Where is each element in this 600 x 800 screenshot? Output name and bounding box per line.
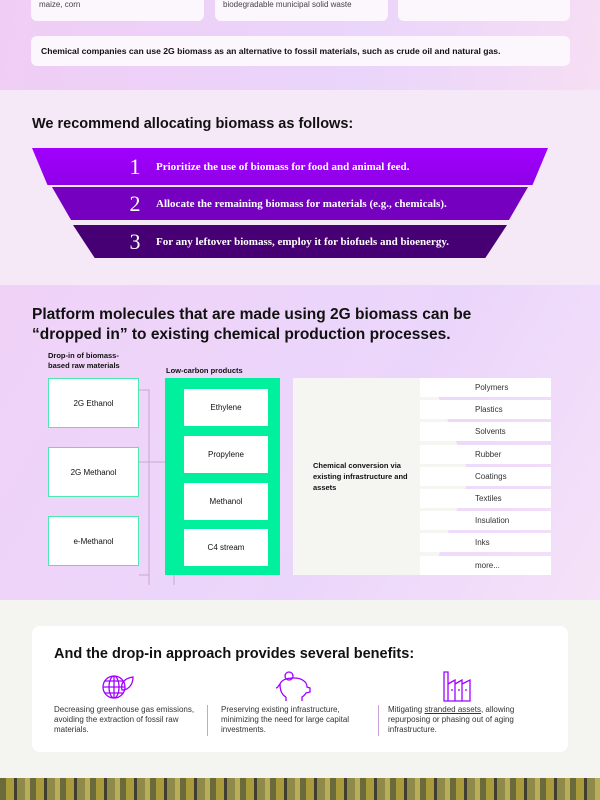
step-number: 3 xyxy=(129,228,141,254)
step-number: 1 xyxy=(129,153,141,179)
intro-section: maize, corn biodegradable municipal soli… xyxy=(0,0,600,90)
card-text: biodegradable municipal solid waste xyxy=(223,0,352,9)
end-product-item: Coatings xyxy=(420,466,551,486)
raw-material-box: e-Methanol xyxy=(48,516,139,566)
raw-material-box: 2G Methanol xyxy=(48,447,139,497)
card-text: maize, corn xyxy=(39,0,81,9)
product-box: C4 stream xyxy=(184,529,268,566)
lowcarbon-label: Low-carbon products xyxy=(166,366,243,375)
step-text: Allocate the remaining biomass for mater… xyxy=(156,197,447,210)
product-box: Methanol xyxy=(184,483,268,520)
product-box: Propylene xyxy=(184,436,268,473)
end-product-item: Polymers xyxy=(420,378,551,397)
end-product-item: Plastics xyxy=(420,400,551,420)
funnel-step-3: 3 For any leftover biomass, employ it for… xyxy=(73,225,507,258)
benefit-text: Preserving existing infrastructure, mini… xyxy=(221,705,350,734)
end-product-item: Inks xyxy=(420,533,551,553)
product-box: Ethylene xyxy=(184,389,268,426)
end-product-item: more... xyxy=(420,555,551,575)
dropin-section: Platform molecules that are made using 2… xyxy=(0,285,600,600)
stranded-assets-link[interactable]: stranded assets xyxy=(424,705,481,714)
end-product-item: Rubber xyxy=(420,444,551,464)
step-text: Prioritize the use of biomass for food a… xyxy=(156,160,410,173)
raw-materials-label: Drop-in of biomass-based raw materials xyxy=(48,351,120,370)
section-heading: Platform molecules that are made using 2… xyxy=(32,306,472,343)
divider xyxy=(378,705,379,736)
piggy-bank-icon xyxy=(276,671,311,701)
benefit-text: Mitigating stranded assets, allowing rep… xyxy=(388,705,515,734)
funnel-step-2: 2 Allocate the remaining biomass for mate… xyxy=(52,187,528,220)
step-text: For any leftover biomass, employ it for … xyxy=(156,235,450,248)
benefits-card: And the drop-in approach provides severa… xyxy=(32,626,568,752)
section-heading: We recommend allocating biomass as follo… xyxy=(32,116,354,132)
step-number: 2 xyxy=(129,190,141,216)
source-card xyxy=(398,0,570,21)
end-product-item: Textiles xyxy=(420,489,551,508)
forest-image xyxy=(0,778,600,800)
end-product-item: Solvents xyxy=(420,422,551,442)
conversion-text: Chemical conversion via existing infrast… xyxy=(313,461,408,492)
lowcarbon-panel: Ethylene Propylene Methanol C4 stream xyxy=(165,378,280,575)
end-product-item: Insulation xyxy=(420,511,551,531)
divider xyxy=(207,705,208,736)
section-heading: And the drop-in approach provides severa… xyxy=(54,646,415,662)
funnel-step-1: 1 Prioritize the use of biomass for food … xyxy=(32,148,548,185)
banner: Chemical companies can use 2G biomass as… xyxy=(31,36,570,66)
recommend-section: We recommend allocating biomass as follo… xyxy=(0,90,600,285)
globe-leaf-icon xyxy=(102,675,134,699)
benefits-section: And the drop-in approach provides severa… xyxy=(0,600,600,778)
raw-material-box: 2G Ethanol xyxy=(48,378,139,428)
factory-icon xyxy=(443,671,471,702)
benefit-text: Decreasing greenhouse gas emissions, avo… xyxy=(54,705,195,734)
source-card: biodegradable municipal solid waste xyxy=(215,0,388,21)
source-card: maize, corn xyxy=(31,0,204,21)
